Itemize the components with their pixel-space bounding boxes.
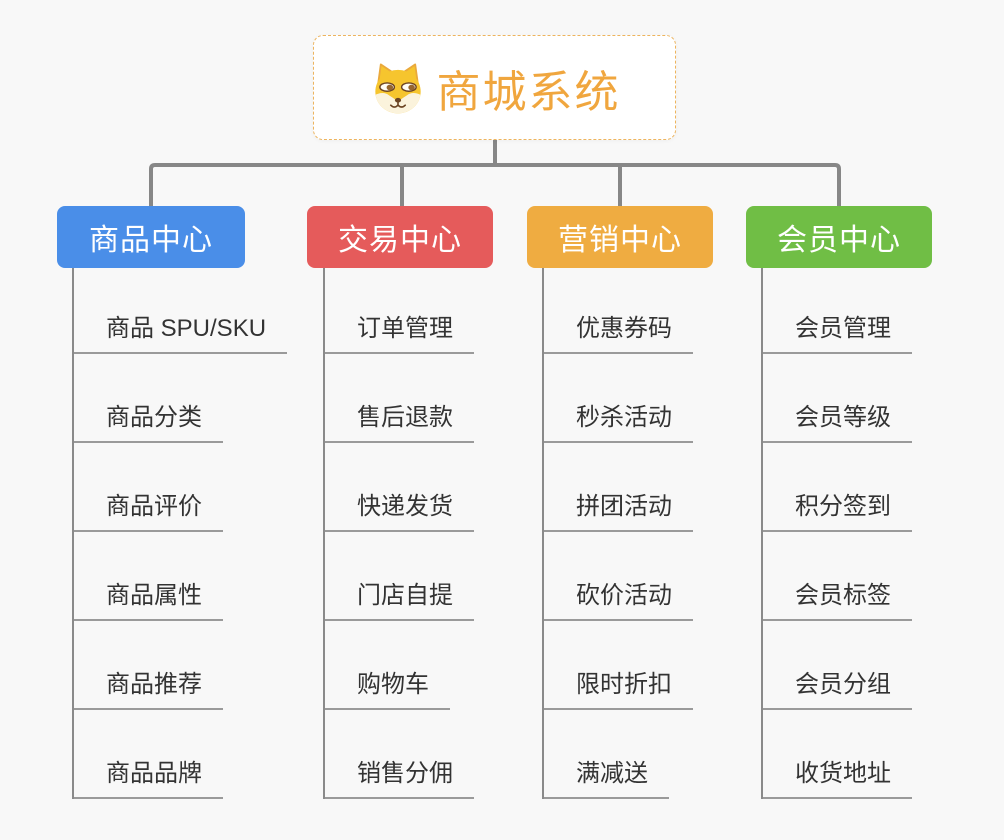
child-node[interactable]: 商品品牌 [72, 753, 223, 799]
child-row: 商品评价 [72, 443, 287, 532]
child-node[interactable]: 销售分佣 [323, 753, 474, 799]
children-member-center: 会员管理 会员等级 积分签到 会员标签 会员分组 收货地址 [761, 265, 912, 799]
child-node[interactable]: 会员管理 [761, 308, 912, 354]
child-row: 会员管理 [761, 265, 912, 354]
child-node[interactable]: 门店自提 [323, 575, 474, 621]
child-row: 会员等级 [761, 354, 912, 443]
child-node[interactable]: 会员分组 [761, 664, 912, 710]
child-row: 限时折扣 [542, 621, 693, 710]
child-node[interactable]: 限时折扣 [542, 664, 693, 710]
root-title: 商城系统 [436, 67, 621, 117]
child-row: 秒杀活动 [542, 354, 693, 443]
child-node[interactable]: 购物车 [323, 664, 450, 710]
branch-member-center[interactable]: 会员中心 [746, 206, 932, 268]
child-row: 商品 SPU/SKU [72, 265, 288, 354]
child-row: 满减送 [542, 710, 693, 799]
child-row: 拼团活动 [542, 443, 693, 532]
child-node[interactable]: 商品 SPU/SKU [72, 308, 288, 354]
child-node[interactable]: 快递发货 [323, 486, 474, 532]
branch-label: 交易中心 [338, 224, 462, 257]
child-row: 订单管理 [323, 265, 474, 354]
branch-span-line [149, 163, 841, 207]
child-node[interactable]: 商品分类 [72, 397, 223, 443]
children-trade-center: 订单管理 售后退款 快递发货 门店自提 购物车 销售分佣 [323, 265, 474, 799]
child-row: 会员标签 [761, 532, 912, 621]
child-node[interactable]: 优惠券码 [542, 308, 693, 354]
child-node[interactable]: 商品属性 [72, 575, 223, 621]
branch-label: 会员中心 [777, 224, 901, 257]
child-node[interactable]: 会员标签 [761, 575, 912, 621]
child-row: 收货地址 [761, 710, 912, 799]
child-row: 门店自提 [323, 532, 474, 621]
child-row: 优惠券码 [542, 265, 693, 354]
branch-label: 商品中心 [89, 224, 213, 257]
child-node[interactable]: 售后退款 [323, 397, 474, 443]
dog-face-icon [374, 63, 421, 113]
child-row: 积分签到 [761, 443, 912, 532]
child-node[interactable]: 商品评价 [72, 486, 223, 532]
children-marketing-center: 优惠券码 秒杀活动 拼团活动 砍价活动 限时折扣 满减送 [542, 265, 693, 799]
child-row: 商品推荐 [72, 621, 287, 710]
child-row: 商品属性 [72, 532, 287, 621]
child-node[interactable]: 商品推荐 [72, 664, 223, 710]
child-node[interactable]: 收货地址 [761, 753, 912, 799]
child-row: 购物车 [323, 621, 474, 710]
child-node[interactable]: 砍价活动 [542, 575, 693, 621]
branch-marketing-center[interactable]: 营销中心 [527, 206, 713, 268]
child-row: 砍价活动 [542, 532, 693, 621]
branch-label: 营销中心 [558, 224, 682, 257]
child-node[interactable]: 拼团活动 [542, 486, 693, 532]
child-row: 商品品牌 [72, 710, 287, 799]
child-node[interactable]: 订单管理 [323, 308, 474, 354]
child-row: 快递发货 [323, 443, 474, 532]
branch-product-center[interactable]: 商品中心 [57, 206, 245, 268]
child-node[interactable]: 积分签到 [761, 486, 912, 532]
child-row: 会员分组 [761, 621, 912, 710]
child-row: 商品分类 [72, 354, 287, 443]
child-node[interactable]: 会员等级 [761, 397, 912, 443]
root-node[interactable]: 商城系统 [313, 35, 676, 140]
child-node[interactable]: 秒杀活动 [542, 397, 693, 443]
child-node[interactable]: 满减送 [542, 753, 669, 799]
child-row: 售后退款 [323, 354, 474, 443]
child-row: 销售分佣 [323, 710, 474, 799]
children-product-center: 商品 SPU/SKU 商品分类 商品评价 商品属性 商品推荐 商品品牌 [72, 265, 288, 799]
branch-trade-center[interactable]: 交易中心 [307, 206, 493, 268]
